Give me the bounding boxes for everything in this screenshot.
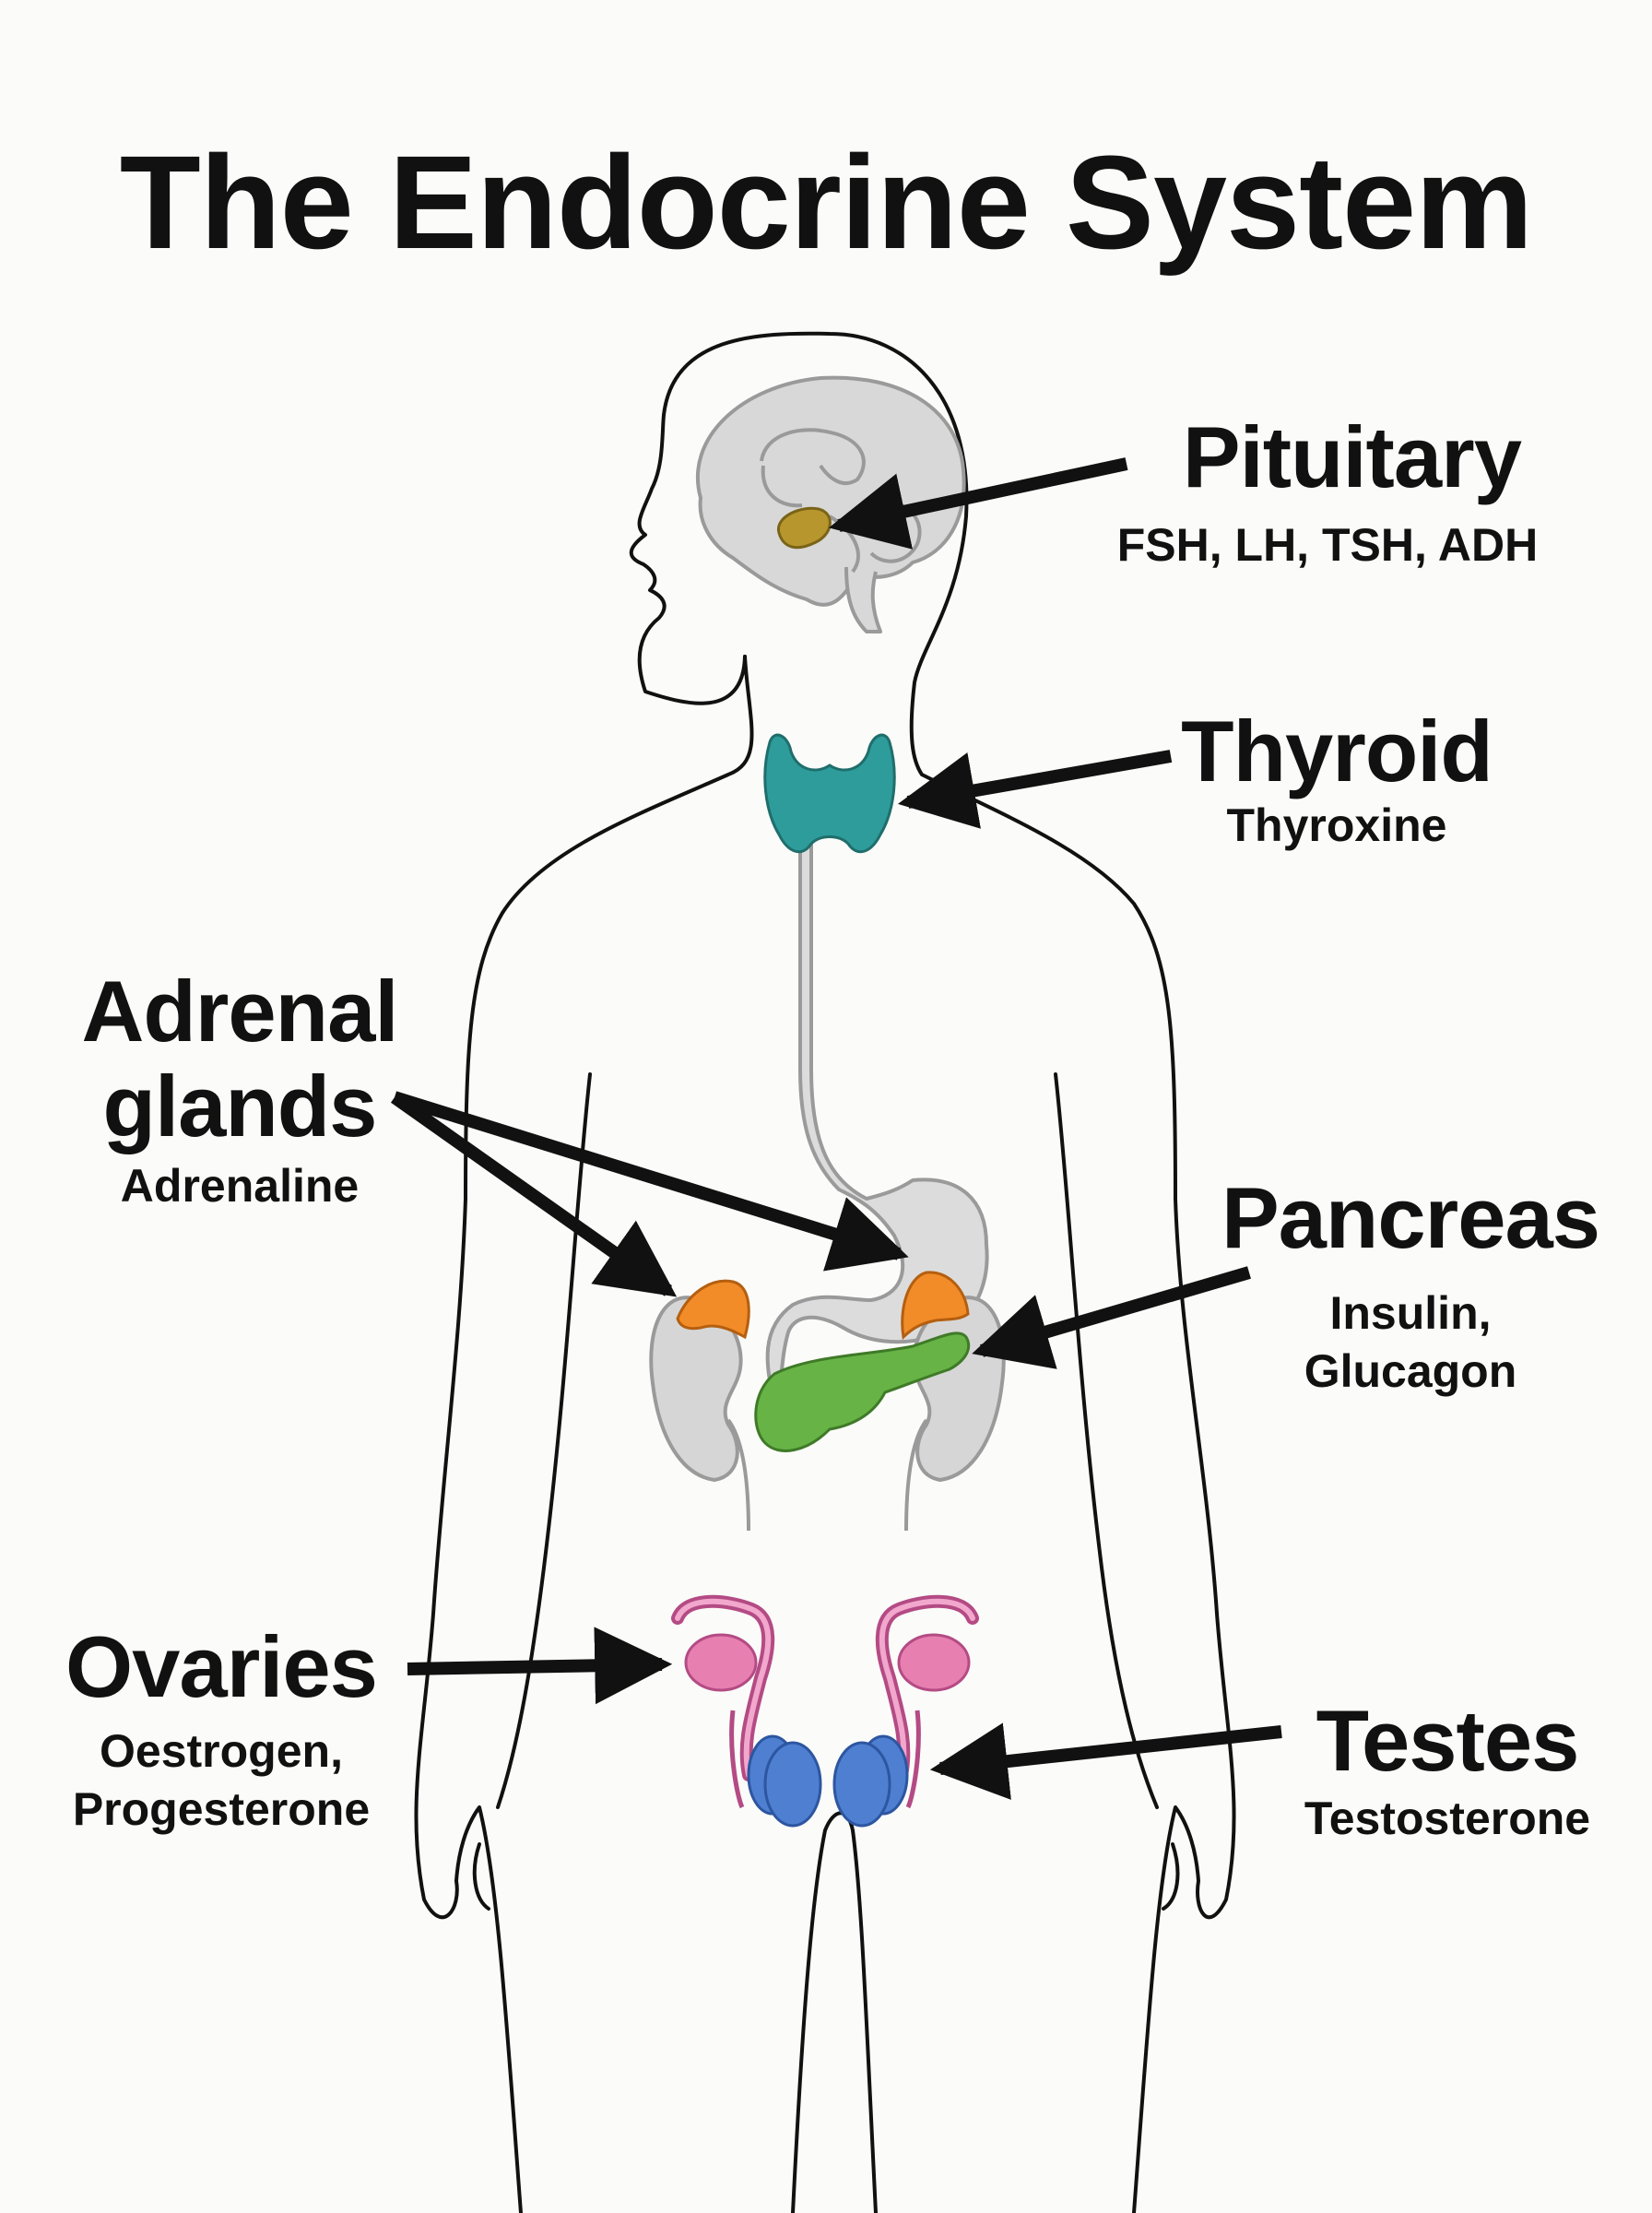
head-and-body-outline [629, 331, 1236, 2213]
thyroid-label: Thyroid Thyroxine [1143, 703, 1530, 851]
right-adrenal-gland [901, 1271, 970, 1341]
pancreas-name: Pancreas [1221, 1169, 1600, 1266]
reproductive-organs [671, 1594, 979, 1828]
right-ovary [897, 1633, 971, 1692]
thyroid-gland [763, 733, 896, 854]
left-hand-detail [472, 1842, 490, 1911]
testes-name: Testes [1316, 1692, 1580, 1789]
adrenal-name: Adrenal glands [81, 963, 399, 1155]
pancreas-label: Pancreas Insulin, Glucagon [1198, 1169, 1622, 1400]
left-ureter [726, 1418, 750, 1532]
pancreas-gland [754, 1331, 971, 1452]
right-ureter [904, 1418, 928, 1532]
left-adrenal-gland [676, 1279, 750, 1340]
pituitary-label: Pituitary [1182, 408, 1522, 505]
ovaries-name: Ovaries [65, 1618, 378, 1715]
body-left-outline [414, 655, 754, 2213]
testes-label: Testes Testosterone [1263, 1692, 1632, 1844]
pancreas-hormones-text: Insulin, Glucagon [1304, 1287, 1517, 1397]
adrenal-label: Adrenal glands Adrenaline [37, 964, 442, 1212]
right-testis [832, 1741, 891, 1828]
thyroid-hormones-text: Thyroxine [1226, 799, 1447, 852]
right-vas [905, 1710, 921, 1809]
left-vas [729, 1710, 745, 1809]
arrow-pancreas [972, 1266, 1251, 1369]
arrow-ovaries [407, 1627, 673, 1705]
pituitary-name: Pituitary [1182, 408, 1522, 505]
right-hand-detail [1162, 1842, 1180, 1911]
left-arm-inner [496, 1072, 592, 1809]
left-fallopian-tube-inner [675, 1598, 772, 1778]
arrow-adrenal-left [390, 1092, 678, 1297]
right-arm-inner [1054, 1072, 1159, 1809]
left-ovary [684, 1633, 758, 1692]
testes-hormones-text: Testosterone [1304, 1793, 1591, 1845]
arrow-testes [929, 1722, 1282, 1800]
thyroid-name: Thyroid [1181, 703, 1493, 799]
arrow-pituitary [829, 457, 1128, 550]
right-kidney [912, 1296, 1006, 1482]
leg-inner-outline [791, 1811, 878, 2213]
pointer-arrows [390, 457, 1282, 1800]
ovaries-label: Ovaries Oestrogen, Progesterone [28, 1618, 415, 1838]
left-testis [763, 1741, 822, 1828]
arrow-adrenal-right [392, 1091, 909, 1272]
right-fallopian-tube-inner [879, 1598, 975, 1778]
pituitary-hormones: FSH, LH, TSH, ADH [1088, 519, 1567, 571]
arrow-thyroid [897, 750, 1173, 829]
left-kidney [649, 1296, 743, 1482]
adrenal-hormones-text: Adrenaline [120, 1159, 360, 1212]
human-body-outline-icon [414, 331, 1236, 2213]
pituitary-hormones-text: FSH, LH, TSH, ADH [1116, 519, 1539, 571]
ovaries-hormones-text: Oestrogen, Progesterone [72, 1725, 371, 1835]
page-title: The Endocrine System [119, 128, 1533, 277]
